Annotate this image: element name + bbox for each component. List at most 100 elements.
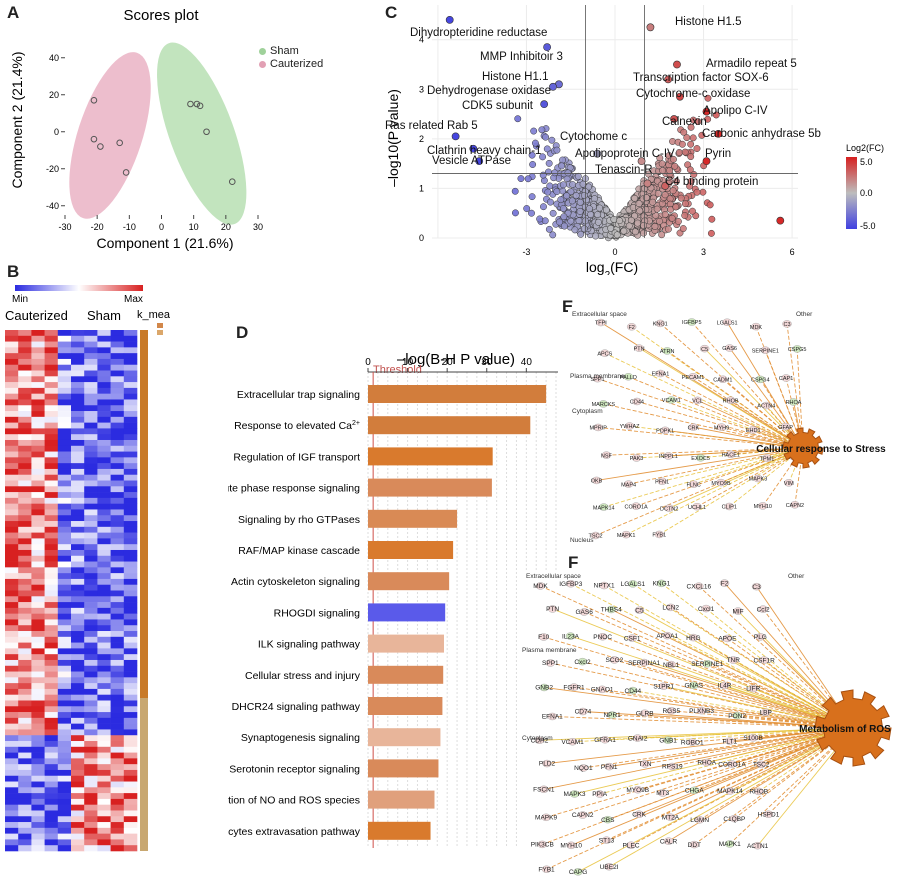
volcano-point: [683, 134, 691, 142]
heatmap-cell: [18, 353, 32, 360]
heatmap-cell: [97, 521, 111, 528]
heatmap-cell: [57, 422, 72, 429]
heatmap-cell: [44, 631, 59, 638]
network-node-label: MT2A: [662, 814, 680, 821]
network-node: [569, 683, 579, 691]
volcano-label: Transcription factor SOX-6: [633, 72, 769, 84]
volcano-xlabel: log2(FC): [586, 259, 638, 275]
panel-letter-b: B: [7, 262, 20, 281]
heatmap-cell: [71, 578, 85, 586]
network-edge: [635, 447, 804, 507]
volcano-label: Cytochome c: [560, 131, 627, 143]
heatmap-cell: [31, 330, 45, 337]
heatmap-cell: [18, 544, 32, 551]
network-node-label: CAP1: [779, 376, 793, 382]
network-edge: [602, 636, 854, 729]
heatmap-cell: [71, 764, 85, 771]
heatmap-cell: [57, 659, 72, 667]
network-node-label: CHGA: [685, 788, 704, 795]
volcano-point: [625, 222, 633, 230]
pathway-label: RHOGDI signaling: [274, 607, 361, 619]
colorbar-tick-zero: 0.0: [860, 188, 873, 198]
heatmap-cell: [84, 549, 98, 557]
heatmap-cell: [71, 602, 85, 609]
heatmap-cell: [84, 602, 98, 609]
network-node-label: GAS6: [576, 609, 594, 616]
heatmap-cell: [84, 648, 98, 655]
network-node-label: VCAM1: [662, 398, 681, 404]
network-node: [539, 683, 549, 692]
heatmap-cell: [71, 376, 85, 383]
heatmap-cell: [123, 787, 138, 794]
heatmap-cell: [44, 700, 59, 707]
network-node: [687, 738, 697, 746]
network-node-label: MAPK14: [717, 788, 743, 795]
heatmap-cell: [84, 741, 98, 748]
heatmap-cell: [57, 833, 72, 840]
heatmap-cell: [44, 416, 59, 423]
heatmap-cell: [5, 463, 19, 470]
heatmap-cell: [71, 787, 85, 794]
network-node: [662, 631, 672, 640]
heatmap-cell: [57, 341, 72, 348]
heatmap-cell: [71, 700, 85, 707]
heatmap-cell: [97, 671, 111, 678]
network-node: [600, 349, 610, 357]
heatmap-cell: [31, 787, 45, 794]
heatmap-cell: [110, 521, 125, 528]
network-node-label: TSC2: [589, 534, 603, 540]
network-node: [692, 396, 703, 405]
heatmap-cell: [110, 393, 125, 400]
heatmap-cell: [57, 798, 72, 805]
network-edge: [734, 727, 854, 819]
heatmap-cell: [71, 752, 85, 759]
heatmap-cell: [110, 561, 125, 568]
network-edge: [603, 447, 804, 508]
heatmap-cell: [84, 405, 98, 412]
heatmap-cell: [123, 735, 138, 742]
heatmap-cell: [31, 810, 45, 817]
network-node: [577, 811, 588, 819]
network-node: [729, 814, 740, 823]
network-node-label: HSPD1: [758, 811, 780, 818]
network-node-label: EXOC5: [691, 456, 710, 462]
heatmap-cell: [18, 619, 32, 626]
heatmap-cell: [57, 532, 72, 539]
heatmap-cell: [123, 335, 138, 342]
heatmap-cell: [71, 735, 85, 742]
network-node-label: MYH10: [754, 504, 772, 510]
heatmap-cell: [123, 492, 138, 499]
network-node-label: FSCN1: [533, 787, 555, 794]
heatmap-cell: [57, 561, 72, 568]
network-node: [535, 582, 546, 590]
network-node-label: MPRIP: [589, 426, 607, 432]
heatmap-cell: [57, 642, 72, 649]
network-node-label: GNAS: [685, 683, 704, 690]
network-node: [597, 633, 608, 641]
heatmap-cell: [57, 654, 72, 661]
heatmap-cell: [5, 341, 19, 348]
volcano-point: [572, 192, 580, 199]
heatmap-cell: [44, 625, 59, 632]
heatmap-cell: [57, 793, 72, 800]
network-node: [692, 502, 702, 511]
heatmap-cell: [18, 399, 32, 406]
heatmap-cell: [71, 671, 85, 678]
pathway-axis-title: –log(B-H P value): [397, 351, 515, 368]
network-edge: [596, 447, 804, 481]
volcano-point: [545, 159, 553, 167]
heatmap-cell: [18, 625, 32, 632]
network-node: [762, 454, 772, 462]
heatmap-cell: [31, 486, 45, 493]
hub-label: Metabolism of ROS: [799, 724, 891, 735]
volcano-point: [585, 205, 593, 213]
network-node-label: LGMN: [690, 817, 709, 824]
heatmap-cell: [84, 503, 98, 510]
heatmap-cell: [97, 445, 111, 452]
network-node-label: FYB1: [538, 866, 555, 873]
heatmap-cell: [71, 619, 85, 626]
network-node: [725, 787, 735, 795]
heatmap-cell: [44, 532, 59, 539]
heatmap-cell: [123, 602, 138, 609]
heatmap-cell: [57, 474, 72, 481]
